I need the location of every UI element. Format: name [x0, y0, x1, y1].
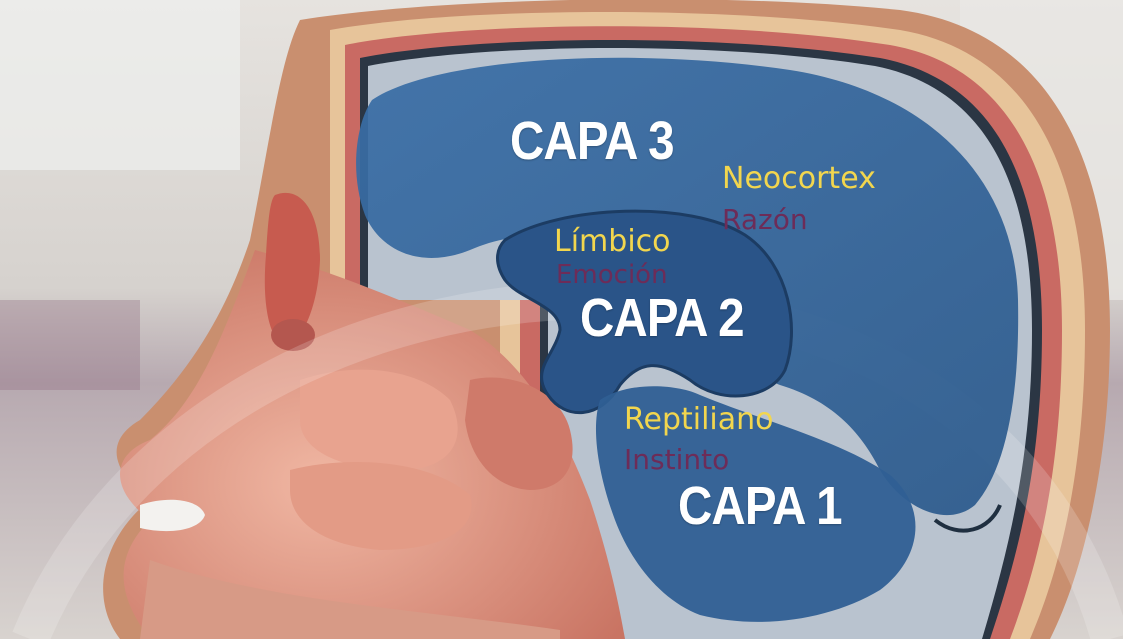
neocortex-label: Neocortex [722, 164, 876, 194]
capa-2-label: CAPA 2 [580, 291, 744, 345]
emocion-label: Emoción [556, 262, 668, 288]
capa-3-label: CAPA 3 [510, 114, 674, 168]
instinto-label: Instinto [624, 446, 729, 474]
razon-label: Razón [722, 206, 808, 234]
capa-1-label: CAPA 1 [678, 479, 842, 533]
limbico-label: Límbico [554, 227, 671, 257]
reptiliano-label: Reptiliano [624, 405, 774, 435]
